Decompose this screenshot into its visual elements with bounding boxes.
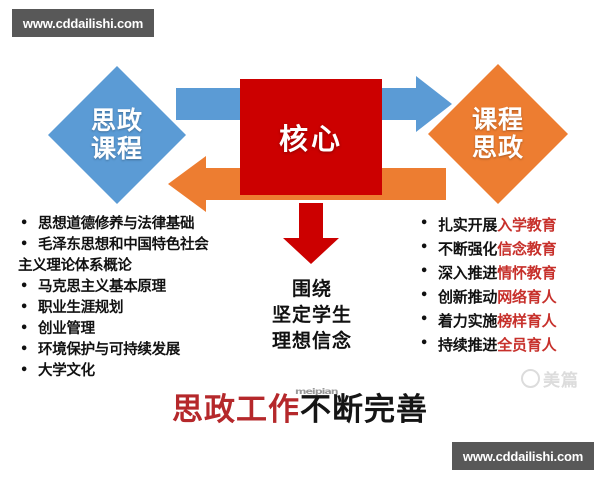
diamond-shape-blue bbox=[48, 66, 186, 204]
node-label-right: 课程 思政 bbox=[471, 104, 524, 162]
list-item-prefix: 不断强化 bbox=[438, 240, 498, 258]
meipian-watermark-secondary: meipian bbox=[295, 386, 339, 397]
list-item-prefix: 创新推动 bbox=[438, 288, 498, 306]
node-sizheng-kecheng[interactable]: 思政 课程 bbox=[48, 66, 186, 204]
list-item-accent: 网络育人 bbox=[497, 288, 557, 306]
list-item-prefix: 深入推进 bbox=[438, 264, 498, 282]
list-item: 深入推进情怀教育 bbox=[418, 260, 557, 285]
list-item: 创业管理 bbox=[18, 318, 208, 340]
node-kecheng-sizheng[interactable]: 课程 思政 bbox=[428, 64, 568, 204]
list-item-text-continued: 主义理论体系概论 bbox=[18, 258, 132, 274]
list-item-prefix: 扎实开展 bbox=[438, 216, 498, 234]
list-item: 环境保护与可持续发展 bbox=[18, 339, 208, 361]
list-item: 职业生涯规划 bbox=[18, 297, 208, 319]
center-statement: 围绕 坚定学生 理想信念 bbox=[271, 278, 352, 352]
node-label-core: 核心 bbox=[278, 122, 343, 156]
list-item-accent: 榜样育人 bbox=[497, 312, 557, 330]
meipian-logo-icon bbox=[521, 369, 540, 388]
site-watermark-top: www.cddailishi.com bbox=[12, 9, 154, 37]
list-item: 大学文化 bbox=[18, 360, 208, 382]
list-item-text: 大学文化 bbox=[38, 363, 95, 379]
headline-red-part: 思政工作 bbox=[172, 392, 300, 428]
list-item-accent: 信念教育 bbox=[497, 240, 557, 258]
list-item-accent: 入学教育 bbox=[497, 216, 557, 234]
left-course-list: 思想道德修养与法律基础毛泽东思想和中国特色社会主义理论体系概论马克思主义基本原理… bbox=[18, 213, 209, 382]
list-item: 思想道德修养与法律基础 bbox=[18, 213, 208, 235]
list-item: 马克思主义基本原理 bbox=[18, 276, 208, 298]
headline: 思政工作不断完善 bbox=[0, 384, 600, 429]
list-item-text: 职业生涯规划 bbox=[38, 300, 124, 316]
down-arrow-icon bbox=[283, 203, 339, 264]
list-item-accent: 全员育人 bbox=[497, 336, 557, 354]
meipian-watermark: 美篇 bbox=[521, 366, 579, 391]
list-item: 不断强化信念教育 bbox=[418, 236, 557, 261]
node-label-left: 思政 课程 bbox=[90, 105, 143, 163]
list-item-text: 思想道德修养与法律基础 bbox=[38, 216, 195, 232]
list-item: 持续推进全员育人 bbox=[418, 332, 557, 357]
list-item-text: 马克思主义基本原理 bbox=[38, 279, 166, 295]
diamond-shape-orange bbox=[428, 64, 568, 204]
list-item: 着力实施榜样育人 bbox=[418, 308, 557, 333]
meipian-watermark-text: 美篇 bbox=[543, 371, 579, 391]
list-item-prefix: 着力实施 bbox=[438, 312, 498, 330]
list-item-text: 毛泽东思想和中国特色社会 bbox=[38, 237, 209, 253]
node-core[interactable]: 核心 bbox=[240, 79, 382, 195]
right-initiative-list: 扎实开展入学教育不断强化信念教育深入推进情怀教育创新推动网络育人着力实施榜样育人… bbox=[418, 212, 557, 357]
list-item-prefix: 持续推进 bbox=[438, 336, 498, 354]
list-item-accent: 情怀教育 bbox=[497, 264, 557, 282]
list-item-text: 创业管理 bbox=[38, 321, 95, 337]
list-item: 扎实开展入学教育 bbox=[418, 212, 557, 237]
headline-black-part: 不断完善 bbox=[300, 392, 428, 428]
list-item: 创新推动网络育人 bbox=[418, 284, 557, 309]
list-item-text: 环境保护与可持续发展 bbox=[38, 342, 180, 358]
site-watermark-bottom: www.cddailishi.com bbox=[452, 442, 594, 470]
